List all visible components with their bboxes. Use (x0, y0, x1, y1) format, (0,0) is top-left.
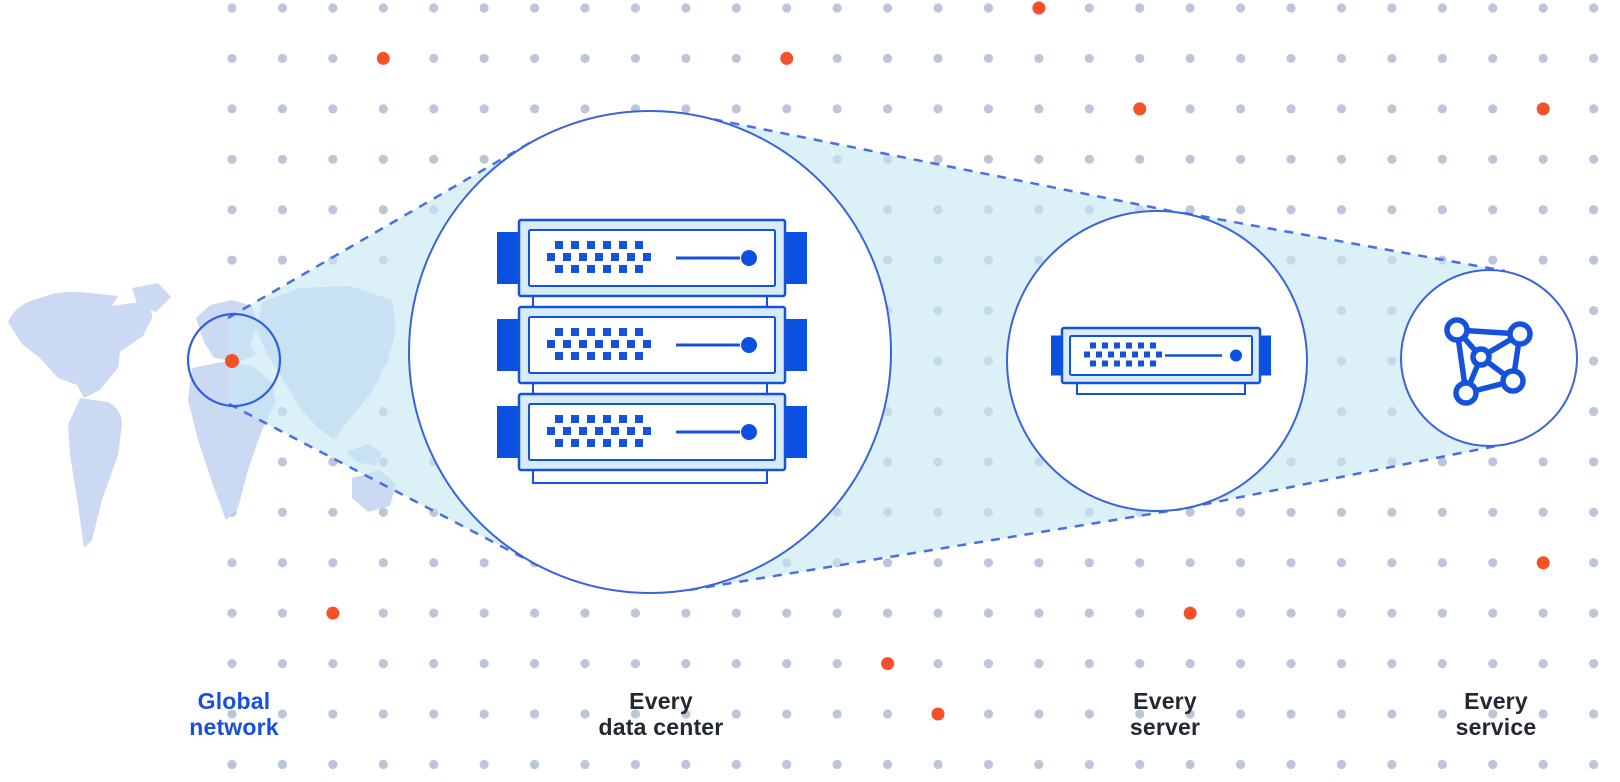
dashed-edge-2-bottom (688, 507, 1182, 592)
label-every-service: Every service (1384, 688, 1608, 740)
label-every-server-line1: Every (1133, 688, 1197, 714)
dashed-edge-3-top (1183, 211, 1506, 273)
continent-greenland (132, 283, 171, 312)
network-graph-icon (1444, 317, 1533, 406)
continent-north-america (8, 291, 153, 398)
label-global-network-line2: network (189, 714, 279, 740)
network-node-center (1470, 346, 1492, 368)
network-node-top-left (1444, 317, 1470, 343)
network-node-top-right (1507, 321, 1533, 347)
continent-south-america (68, 398, 122, 548)
map-location-marker-dot (225, 354, 239, 369)
server-unit-icon (1051, 326, 1271, 395)
label-every-data-center-line1: Every (629, 688, 693, 714)
server-rack-stack-icon (497, 218, 807, 484)
dashed-edge-1-top (227, 139, 534, 320)
label-every-service-line1: Every (1464, 688, 1528, 714)
label-global-network: Global network (122, 688, 346, 740)
dashed-edge-3-bottom (1185, 442, 1507, 510)
label-every-data-center-line2: data center (598, 714, 724, 740)
global-network-circle (186, 312, 282, 408)
network-node-bottom-left (1453, 380, 1479, 406)
label-global-network-line1: Global (197, 688, 271, 714)
dashed-edge-2-top (696, 114, 1187, 216)
label-every-data-center: Every data center (549, 688, 773, 740)
orange-accent-dots (326, 1, 1550, 721)
network-node-bottom-right (1500, 368, 1526, 394)
label-every-service-line2: service (1455, 714, 1537, 740)
zoom-cone-dashed-edges (227, 114, 1507, 592)
label-every-server-line2: server (1129, 714, 1201, 740)
dashed-edge-1-bottom (228, 402, 542, 569)
label-every-server: Every server (1053, 688, 1277, 740)
